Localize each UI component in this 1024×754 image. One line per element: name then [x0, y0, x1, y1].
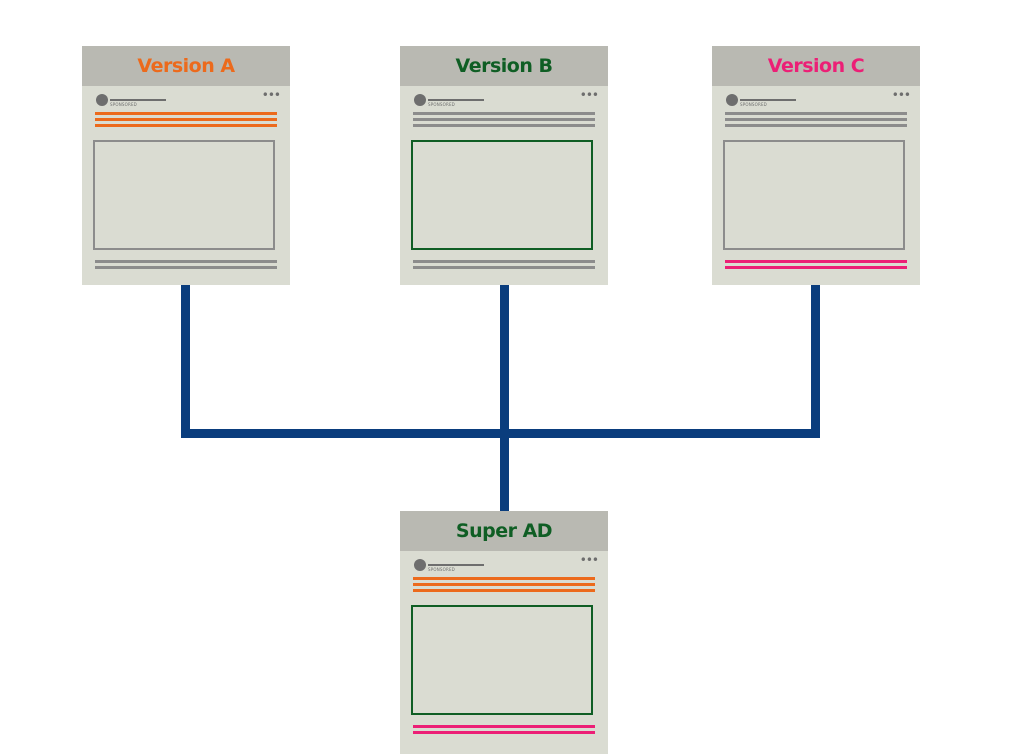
- headline-lines: [413, 112, 595, 130]
- more-options-icon: •••: [261, 88, 281, 102]
- sponsored-label: SPONSORED: [428, 102, 455, 107]
- text-line: [95, 124, 277, 127]
- connector-c-vertical: [811, 285, 820, 438]
- card-header: Version A: [82, 46, 290, 86]
- connector-b-vertical: [500, 285, 509, 512]
- card-header: Version C: [712, 46, 920, 86]
- text-line: [725, 124, 907, 127]
- name-placeholder: [428, 99, 484, 101]
- headline-lines: [95, 112, 277, 130]
- more-options-icon: •••: [891, 88, 911, 102]
- connector-horizontal: [181, 429, 820, 438]
- text-line: [413, 266, 595, 269]
- name-placeholder: [428, 564, 484, 566]
- footer-lines: [725, 260, 907, 272]
- avatar: [96, 94, 108, 106]
- ad-card-version-b: Version B SPONSORED •••: [400, 46, 608, 285]
- text-line: [413, 725, 595, 728]
- card-title: Version A: [137, 55, 235, 77]
- text-line: [413, 731, 595, 734]
- text-line: [95, 260, 277, 263]
- image-placeholder: [93, 140, 275, 250]
- footer-lines: [413, 725, 595, 737]
- text-line: [413, 112, 595, 115]
- image-placeholder: [411, 140, 593, 250]
- name-placeholder: [110, 99, 166, 101]
- card-title: Version B: [455, 55, 553, 77]
- connector-a-vertical: [181, 285, 190, 438]
- text-line: [413, 260, 595, 263]
- text-line: [95, 118, 277, 121]
- text-line: [413, 583, 595, 586]
- avatar: [726, 94, 738, 106]
- card-header: Super AD: [400, 511, 608, 551]
- post-header: SPONSORED •••: [400, 86, 608, 107]
- sponsored-label: SPONSORED: [740, 102, 767, 107]
- headline-lines: [413, 577, 595, 595]
- name-placeholder: [740, 99, 796, 101]
- text-line: [413, 118, 595, 121]
- text-line: [413, 577, 595, 580]
- more-options-icon: •••: [579, 88, 599, 102]
- text-line: [413, 589, 595, 592]
- text-line: [725, 266, 907, 269]
- footer-lines: [95, 260, 277, 272]
- image-placeholder: [723, 140, 905, 250]
- text-line: [725, 118, 907, 121]
- sponsored-label: SPONSORED: [110, 102, 137, 107]
- card-title: Version C: [767, 55, 865, 77]
- card-title: Super AD: [455, 520, 553, 542]
- text-line: [725, 112, 907, 115]
- footer-lines: [413, 260, 595, 272]
- headline-lines: [725, 112, 907, 130]
- avatar: [414, 559, 426, 571]
- more-options-icon: •••: [579, 553, 599, 567]
- avatar: [414, 94, 426, 106]
- text-line: [725, 260, 907, 263]
- text-line: [95, 266, 277, 269]
- post-header: SPONSORED •••: [400, 551, 608, 572]
- ad-card-super-ad: Super AD SPONSORED •••: [400, 511, 608, 754]
- ad-card-version-c: Version C SPONSORED •••: [712, 46, 920, 285]
- image-placeholder: [411, 605, 593, 715]
- text-line: [413, 124, 595, 127]
- card-header: Version B: [400, 46, 608, 86]
- sponsored-label: SPONSORED: [428, 567, 455, 572]
- text-line: [95, 112, 277, 115]
- post-header: SPONSORED •••: [82, 86, 290, 107]
- post-header: SPONSORED •••: [712, 86, 920, 107]
- ad-card-version-a: Version A SPONSORED •••: [82, 46, 290, 285]
